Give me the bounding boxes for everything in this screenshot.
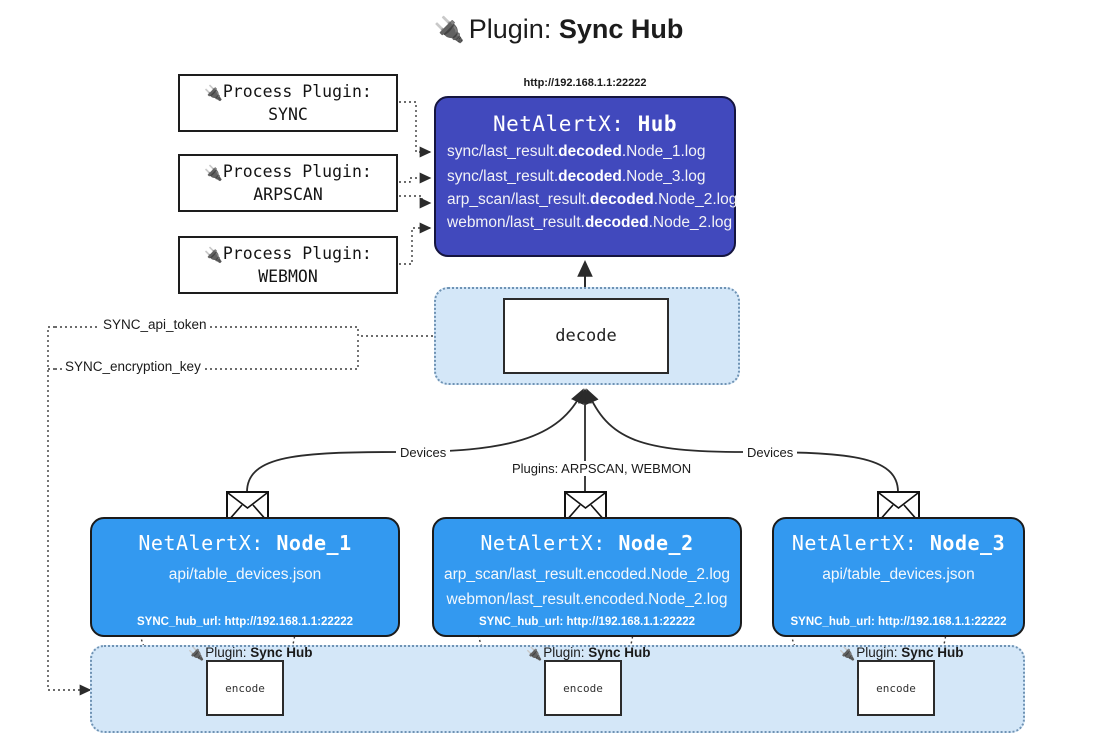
process-plugin-box-sync[interactable]: 🔌Process Plugin: SYNC [178, 74, 398, 132]
edge-label-devices-left: Devices [396, 445, 451, 460]
hub-title-name: Hub [637, 112, 678, 136]
encoder-caption-prefix: Plugin: [856, 645, 898, 660]
plug-icon: 🔌 [433, 16, 465, 44]
hub-title-prefix: NetAlertX: [492, 112, 625, 136]
env-label-encryption-key: SYNC_encryption_key [62, 359, 204, 374]
node-line: api/table_devices.json [168, 566, 322, 583]
hub-log-mid: decoded [558, 168, 622, 185]
encode-box-node-3[interactable]: encode [857, 660, 935, 716]
encoder-caption-name: Sync Hub [901, 645, 964, 660]
node-title-name: Node_2 [618, 531, 694, 555]
hub-log-mid: decoded [590, 191, 654, 208]
page-title-name: Sync Hub [558, 14, 684, 44]
encoder-caption-prefix: Plugin: [543, 645, 585, 660]
hub-log-post: .Node_2.log [648, 214, 733, 231]
hub-log-row: sync/last_result.decoded.Node_3.log [436, 168, 734, 186]
edge-label-plugins-center: Plugins: ARPSCAN, WEBMON [508, 461, 696, 476]
node-line: webmon/last_result.encoded.Node_2.log [446, 591, 728, 608]
node-hub-url: SYNC_hub_url: http://192.168.1.1:22222 [478, 616, 696, 628]
hub-title: NetAlertX: Hub [436, 112, 734, 136]
hub-log-row: sync/last_result.decoded.Node_1.log [436, 143, 734, 161]
hub-log-row: webmon/last_result.decoded.Node_2.log [436, 214, 734, 232]
hub-url-label: http://192.168.1.1:22222 [523, 77, 647, 89]
node-hub-url: SYNC_hub_url: http://192.168.1.1:22222 [136, 616, 354, 628]
process-plugin-name: WEBMON [258, 266, 318, 286]
process-plugin-caption: Process Plugin: [222, 162, 372, 182]
plug-icon: 🔌 [839, 646, 856, 661]
hub-log-post: .Node_2.log [653, 191, 738, 208]
plug-icon: 🔌 [204, 84, 223, 103]
node-title-prefix: NetAlertX: [138, 531, 264, 555]
node-line: api/table_devices.json [822, 566, 975, 583]
hub-log-mid: decoded [558, 143, 622, 160]
process-plugin-name: ARPSCAN [253, 184, 323, 204]
page-title: 🔌Plugin: Sync Hub [0, 14, 1117, 45]
process-plugin-box-arpscan[interactable]: 🔌Process Plugin: ARPSCAN [178, 154, 398, 212]
encoder-caption-node-3: 🔌Plugin: Sync Hub [839, 645, 964, 662]
node-title: NetAlertX: Node_1 [92, 531, 398, 555]
encoder-caption-prefix: Plugin: [205, 645, 247, 660]
hub-log-post: .Node_1.log [621, 143, 706, 160]
hub-log-post: .Node_3.log [621, 168, 706, 185]
node-title-name: Node_1 [276, 531, 352, 555]
env-label-api-token: SYNC_api_token [100, 317, 210, 332]
encoder-caption-node-1: 🔌Plugin: Sync Hub [188, 645, 313, 662]
process-plugin-name: SYNC [268, 104, 308, 124]
hub-log-pre: sync/last_result. [447, 143, 559, 160]
hub-log-pre: arp_scan/last_result. [447, 191, 591, 208]
node-line: arp_scan/last_result.encoded.Node_2.log [443, 566, 731, 583]
decode-box[interactable]: decode [503, 298, 669, 374]
node-title-prefix: NetAlertX: [480, 531, 606, 555]
node-box-node-3[interactable]: NetAlertX: Node_3 api/table_devices.json… [772, 517, 1025, 637]
encode-box-node-2[interactable]: encode [544, 660, 622, 716]
process-plugin-caption: Process Plugin: [222, 82, 372, 102]
node-title-prefix: NetAlertX: [791, 531, 918, 555]
encoder-caption-name: Sync Hub [250, 645, 313, 660]
node-box-node-1[interactable]: NetAlertX: Node_1 api/table_devices.json… [90, 517, 400, 637]
process-plugin-box-webmon[interactable]: 🔌Process Plugin: WEBMON [178, 236, 398, 294]
edge-label-devices-right: Devices [743, 445, 798, 460]
encode-box-node-1[interactable]: encode [206, 660, 284, 716]
node-title: NetAlertX: Node_2 [434, 531, 740, 555]
hub-box[interactable]: NetAlertX: Hub sync/last_result.decoded.… [434, 96, 737, 257]
page-title-prefix: Plugin: [468, 14, 552, 44]
hub-log-pre: sync/last_result. [447, 168, 559, 185]
hub-log-mid: decoded [584, 214, 649, 231]
node-title: NetAlertX: Node_3 [774, 531, 1023, 555]
encoder-caption-node-2: 🔌Plugin: Sync Hub [526, 645, 651, 662]
plug-icon: 🔌 [526, 646, 543, 661]
plug-icon: 🔌 [204, 246, 223, 265]
hub-log-row: arp_scan/last_result.decoded.Node_2.log [436, 191, 737, 209]
process-plugin-caption: Process Plugin: [222, 244, 372, 264]
plug-icon: 🔌 [204, 164, 223, 183]
node-box-node-2[interactable]: NetAlertX: Node_2 arp_scan/last_result.e… [432, 517, 742, 637]
plug-icon: 🔌 [188, 646, 205, 661]
node-hub-url: SYNC_hub_url: http://192.168.1.1:22222 [790, 616, 1007, 628]
hub-log-pre: webmon/last_result. [447, 214, 585, 231]
encoder-caption-name: Sync Hub [588, 645, 651, 660]
node-title-name: Node_3 [929, 531, 1006, 555]
